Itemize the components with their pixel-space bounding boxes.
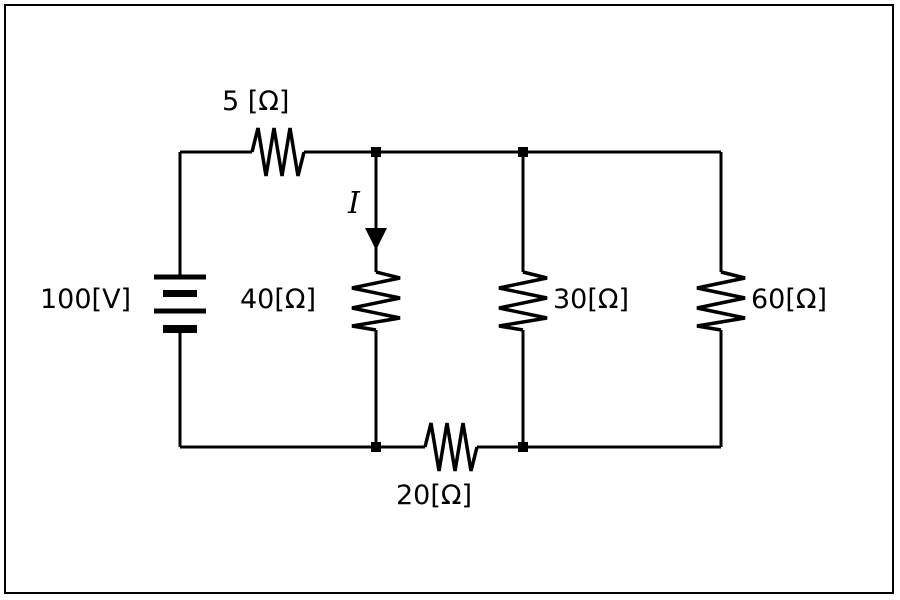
battery-symbol (154, 274, 206, 333)
source-voltage-label: 100[V] (40, 284, 131, 315)
diagram-frame (4, 4, 894, 594)
resistor-40-ohm-label: 40[Ω] (240, 284, 316, 315)
resistor-5-ohm (250, 127, 306, 177)
junction-node (518, 147, 528, 157)
junction-node (371, 147, 381, 157)
resistor-20-ohm (423, 422, 479, 472)
current-arrow-icon (365, 228, 387, 250)
resistor-5-ohm-label: 5 [Ω] (222, 86, 289, 117)
resistor-30-ohm-label: 30[Ω] (553, 284, 629, 315)
resistor-40-ohm (351, 270, 401, 332)
resistor-60-ohm (696, 270, 746, 332)
resistor-20-ohm-label: 20[Ω] (396, 480, 472, 511)
resistor-30-ohm (498, 270, 548, 332)
resistor-60-ohm-label: 60[Ω] (751, 284, 827, 315)
current-label: I (347, 186, 361, 221)
junction-node (518, 442, 528, 452)
junction-node (371, 442, 381, 452)
